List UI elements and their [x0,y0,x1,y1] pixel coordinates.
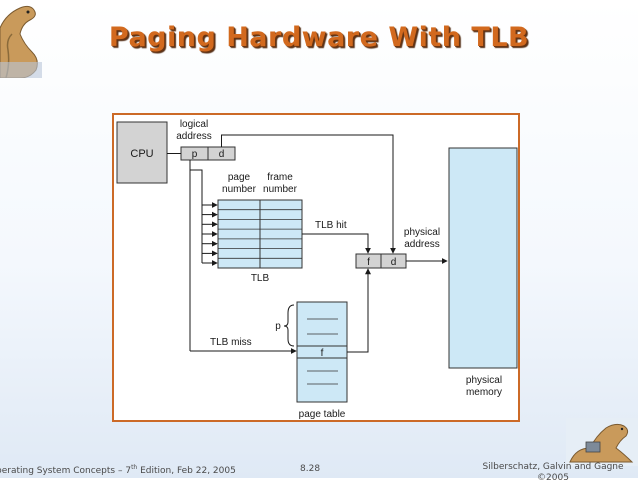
tlb-table [217,199,303,269]
page-table-p-brace [283,304,295,347]
slide-title: Paging Hardware With TLB [108,22,530,53]
physical-memory-label-line2: memory [466,387,502,398]
page-number-label-line1: page [228,172,251,183]
tlb-hit-label: TLB hit [315,220,347,231]
dinosaur-logo-top-left [0,5,42,78]
diagram-frame: CPU logical address p d page number fram… [112,113,520,422]
physical-address-label-line1: physical [404,227,440,238]
tlb-search-arrows [189,160,218,351]
physical-address-label-line2: address [404,239,440,250]
footer-authors: Silberschatz, Galvin and Gagne ©2005 [482,462,624,483]
footer-left-superscript: th [131,464,138,471]
frame-number-label-line1: frame [267,172,293,183]
logical-d-label: d [219,149,225,160]
footer-left-tail: Edition, Feb 22, 2005 [137,466,236,476]
tlb-miss-label: TLB miss [210,337,252,348]
logical-address-label-line1: logical [180,119,208,130]
physical-f-label: f [367,257,370,268]
physical-memory-label-line1: physical [466,375,502,386]
cpu-label: CPU [130,148,153,160]
dinosaur-logo-bottom-right [566,418,638,466]
page-table-f-label: f [321,348,324,359]
physical-memory-box [448,147,518,369]
paging-hardware-diagram: CPU logical address p d page number fram… [116,119,518,420]
footer-slide-number: 8.28 [300,464,321,474]
logical-p-label: p [192,149,198,160]
physical-d-label: d [391,257,397,268]
tlb-label: TLB [251,273,270,284]
offset-d-arrow [221,134,396,254]
logical-address-label-line2: address [176,131,212,142]
page-number-label-line2: number [222,184,257,195]
page-table-f-arrow [347,268,371,353]
cpu-box [116,121,168,184]
footer-course-info: perating System Concepts – 7th Edition, … [0,464,236,476]
frame-number-label-line2: number [263,184,298,195]
tlb-hit-arrow [302,233,371,254]
footer-left-main: perating System Concepts – 7 [0,466,132,476]
page-table-p-label: p [275,321,281,332]
page-table-label: page table [299,409,346,420]
page-table [296,301,348,403]
